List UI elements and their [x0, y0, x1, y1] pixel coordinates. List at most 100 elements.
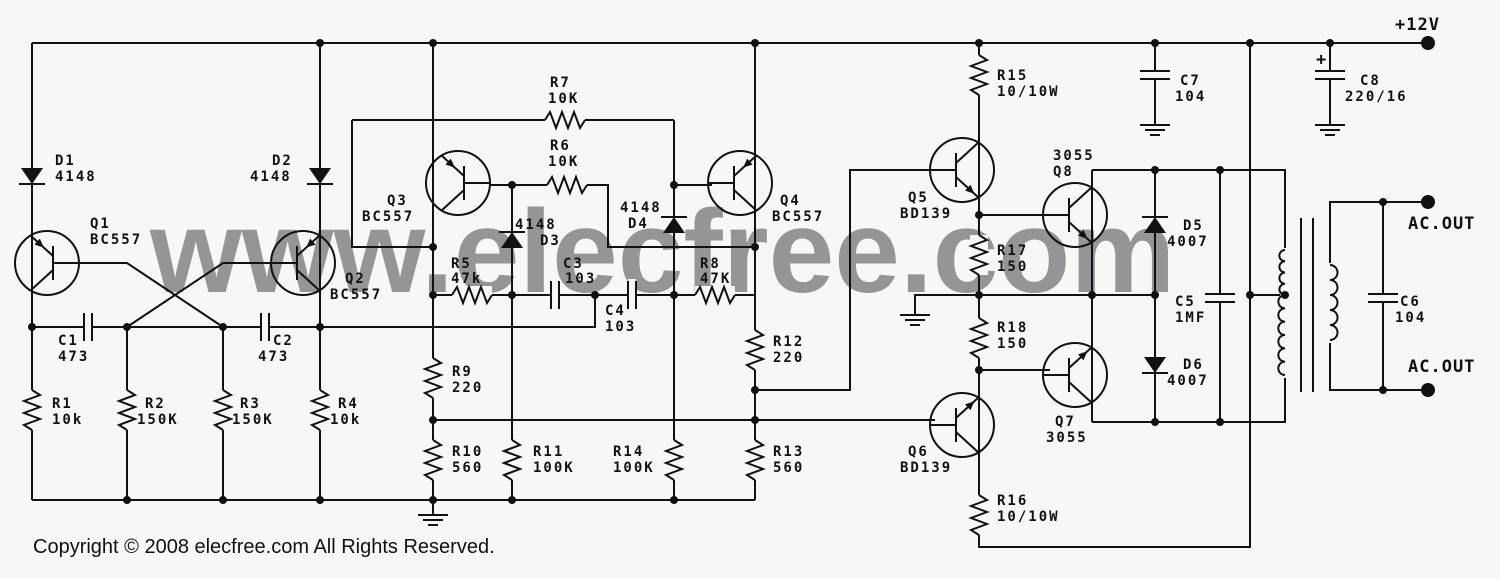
junction-dot	[219, 323, 227, 331]
transistor-q4	[707, 150, 773, 216]
label-c1-value: 473	[58, 349, 89, 365]
resistor-zigzag	[422, 357, 444, 399]
junction-dot	[1151, 291, 1159, 299]
label-d6-ref: D6	[1183, 357, 1204, 373]
label-q4-value: BC557	[772, 209, 824, 225]
junction-dot	[591, 291, 599, 299]
diode-triangle	[1144, 217, 1166, 233]
label-r18-value: 150	[997, 336, 1028, 352]
label-r4-ref: R4	[338, 396, 359, 412]
label-r7-value: 10K	[548, 91, 579, 107]
junction-dot	[975, 366, 983, 374]
capacitor-c5	[1204, 293, 1236, 303]
label-r11-ref: R11	[533, 444, 564, 460]
label-r3-ref: R3	[240, 396, 261, 412]
label-c5-value: 1MF	[1175, 310, 1206, 326]
junction-dot	[429, 496, 437, 504]
junction-dot	[670, 496, 678, 504]
junction-dot	[429, 291, 437, 299]
label-q2-value: BC557	[330, 287, 382, 303]
capacitor-c7	[1139, 70, 1171, 80]
junction-dot	[1088, 291, 1096, 299]
emitter-arrow-icon	[743, 158, 753, 168]
wire	[351, 120, 433, 248]
junction-dot	[123, 496, 131, 504]
label-r1-ref: R1	[52, 396, 73, 412]
ac-out-label-top: AC.OUT	[1408, 214, 1475, 234]
junction-dot	[1379, 198, 1387, 206]
label-r1-value: 10k	[52, 412, 83, 428]
transistor-q3	[425, 150, 491, 216]
resistor-zigzag	[968, 317, 990, 359]
transistor-q7	[1042, 342, 1108, 408]
label-r9-ref: R9	[452, 364, 473, 380]
transformer-coil	[1278, 249, 1286, 296]
label-q5-value: BD139	[900, 206, 952, 222]
label-c6-value: 104	[1395, 310, 1426, 326]
junction-dot	[1326, 39, 1334, 47]
label-r18-ref: R18	[997, 320, 1028, 336]
resistor-zigzag	[422, 439, 444, 481]
transformer-coil	[1277, 294, 1286, 376]
label-d3-ref: D3	[540, 233, 561, 249]
label-r3-value: 150K	[232, 412, 274, 428]
junction-dot	[508, 181, 516, 189]
capacitor-c4	[627, 279, 637, 311]
junction-dot	[1246, 291, 1254, 299]
resistor-zigzag	[501, 439, 523, 481]
wire	[1329, 340, 1428, 391]
junction-dot	[429, 416, 437, 424]
resistor-zigzag	[546, 174, 588, 196]
label-r7-ref: R7	[550, 75, 571, 91]
resistor-r18	[968, 317, 990, 359]
resistor-r10	[422, 439, 444, 481]
emitter-arrow-icon	[965, 184, 975, 194]
label-q4-ref: Q4	[780, 193, 801, 209]
label-c8-ref: C8	[1360, 73, 1381, 89]
label-q6-ref: Q6	[908, 444, 929, 460]
components: +	[14, 36, 1435, 536]
resistor-r16	[968, 494, 990, 536]
resistor-zigzag	[212, 389, 234, 431]
terminal-dot	[1421, 383, 1435, 397]
resistor-r12	[744, 329, 766, 371]
diode-d1	[19, 168, 45, 185]
capacitor-c6	[1367, 293, 1399, 303]
transistor-q5	[929, 137, 995, 203]
resistor-r15	[968, 54, 990, 96]
resistor-r5	[451, 284, 493, 306]
label-d5-value: 4007	[1167, 234, 1209, 250]
label-q1-value: BC557	[90, 232, 142, 248]
junction-dot	[316, 39, 324, 47]
resistor-r3	[212, 389, 234, 431]
resistor-r17	[968, 234, 990, 276]
junction-dot	[751, 243, 759, 251]
label-r13-value: 560	[773, 460, 804, 476]
label-r15-value: 10/10W	[997, 84, 1060, 100]
label-r6-value: 10K	[548, 154, 579, 170]
junction-dot	[316, 323, 324, 331]
resistor-zigzag	[744, 439, 766, 481]
label-q5-ref: Q5	[908, 190, 929, 206]
wire	[80, 262, 224, 328]
resistor-zigzag	[694, 284, 736, 306]
resistor-zigzag	[744, 329, 766, 371]
emitter-arrow-icon	[34, 238, 44, 248]
transformer	[1277, 218, 1339, 392]
diode-d2	[307, 168, 333, 185]
junction-dot	[1151, 418, 1159, 426]
label-c6-ref: C6	[1400, 294, 1421, 310]
junction-dot	[751, 386, 759, 394]
ground-icon	[1315, 124, 1345, 136]
component-labels: D14148D24148Q1BC557Q2BC557Q3BC557Q4BC557…	[52, 68, 1426, 525]
junction-dot	[1379, 386, 1387, 394]
transistor-q8	[1042, 182, 1108, 248]
ac-out-label-bottom: AC.OUT	[1408, 357, 1475, 377]
diode-triangle	[21, 168, 43, 184]
label-d5-ref: D5	[1183, 218, 1204, 234]
label-r12-ref: R12	[773, 334, 804, 350]
emitter-arrow-icon	[1078, 351, 1088, 361]
label-d1-ref: D1	[55, 153, 76, 169]
label-r2-value: 150K	[137, 412, 179, 428]
